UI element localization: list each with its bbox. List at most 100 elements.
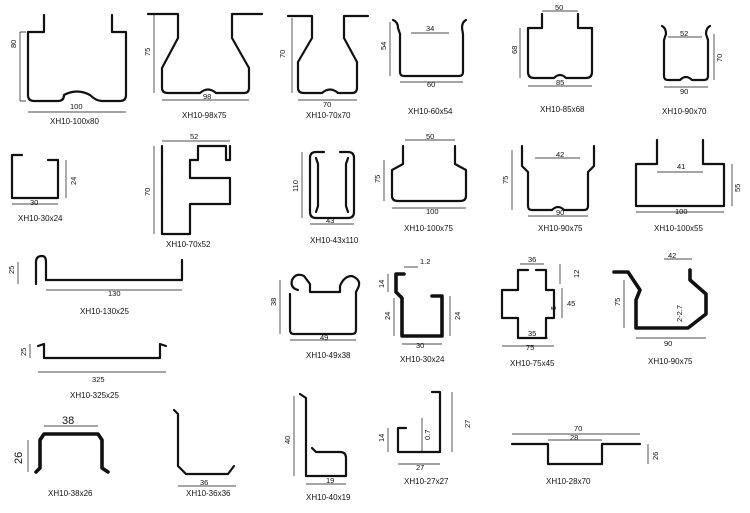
dim-label: 24 <box>383 312 392 320</box>
profile-xh10-100x55: 41 55 100 XH10-100x55 <box>634 138 742 233</box>
dim-label: 36 <box>528 255 536 264</box>
profile-xh10-100x80: 80 100 XH10-100x80 <box>9 13 128 126</box>
profile-shape <box>286 14 370 95</box>
dim-label: 42 <box>668 251 676 260</box>
profile-xh10-85x68: 50 68 85 XH10-85x68 <box>510 3 594 114</box>
dim-label: 45 <box>567 299 575 308</box>
dim-label: 1.2 <box>420 257 430 266</box>
profile-shape <box>391 18 468 78</box>
dim-label: 50 <box>555 3 563 12</box>
dim-label: 24 <box>69 177 78 185</box>
dim-label: 5 <box>549 306 558 310</box>
profile-xh10-75x45: 36 12 45 5 35 75 XH10-75x45 <box>500 255 581 368</box>
dim-label: 35 <box>528 329 536 338</box>
profile-shape <box>34 432 110 474</box>
dim-label: 70 <box>574 424 582 433</box>
dim-label: 85 <box>556 78 564 87</box>
dim-line <box>511 150 588 217</box>
dim-line <box>383 139 466 209</box>
dim-label: 14 <box>377 434 386 442</box>
profile-xh10-38x26: 38 26 XH10-38x26 <box>13 415 110 498</box>
dim-label: 27 <box>416 463 424 472</box>
dim-label: 100 <box>426 207 439 216</box>
profile-shape <box>34 254 184 286</box>
dim-label: 38 <box>269 298 278 306</box>
profile-xh10-70x70: 70 70 XH10-70x70 <box>278 14 370 120</box>
dim-label: 27 <box>463 420 472 428</box>
dim-label: 80 <box>9 40 18 48</box>
dim-label: 98 <box>203 92 211 101</box>
profile-shape <box>500 268 556 340</box>
dim-label: 14 <box>377 280 386 288</box>
dim-line <box>29 344 166 373</box>
lip-right <box>344 156 350 214</box>
profile-caption: XH10-75x45 <box>510 359 555 368</box>
dim-label: 12 <box>572 270 581 278</box>
profile-xh10-43x110: 110 43 XH10-43x110 <box>291 150 359 245</box>
dim-line <box>12 160 67 205</box>
profile-xh10-98x75: 75 98 XH10-98x75 <box>143 12 264 120</box>
profile-caption: XH10-100x80 <box>50 117 99 126</box>
profile-shape <box>26 13 128 103</box>
dim-label: 75 <box>143 48 152 56</box>
profile-shape <box>298 392 348 478</box>
profile-caption: XH10-70x70 <box>306 111 351 120</box>
dim-label: 49 <box>320 333 328 342</box>
dim-label: 70 <box>715 54 724 62</box>
profile-shape <box>520 144 596 212</box>
dim-label: 90 <box>556 208 564 217</box>
dim-label: 52 <box>190 132 198 141</box>
profile-shape <box>10 153 60 200</box>
profile-caption: XH10-100x55 <box>654 224 703 233</box>
dim-label: 34 <box>426 24 434 33</box>
dim-line <box>17 262 182 291</box>
dim-label: 52 <box>680 29 688 38</box>
profile-shape <box>526 12 594 80</box>
profile-caption: XH10-36x36 <box>186 489 231 498</box>
profile-caption: XH10-90x70 <box>662 107 707 116</box>
profile-caption: XH10-40x19 <box>306 493 351 502</box>
dim-label: 25 <box>7 266 16 274</box>
profile-caption: XH10-325x25 <box>70 391 119 400</box>
profile-shape <box>394 272 444 338</box>
dim-label: 325 <box>92 375 105 384</box>
profile-caption: XH10-30x24 <box>400 355 445 364</box>
dim-label: 70 <box>323 100 331 109</box>
dim-label: 75 <box>526 343 534 352</box>
dim-line <box>27 425 98 472</box>
dim-label: 43 <box>326 216 334 225</box>
profile-xh10-60x54: 34 54 60 XH10-60x54 <box>379 18 468 116</box>
dim-line <box>512 433 649 464</box>
dim-line <box>387 392 453 465</box>
profile-xh10-28x70: 70 28 26 XH10-28x70 <box>510 424 660 486</box>
dim-label: 54 <box>379 42 388 50</box>
dim-label: 40 <box>283 436 292 444</box>
dim-label: 38 <box>62 415 74 427</box>
profile-xh10-90x75-a: 42 75 90 XH10-90x75 <box>501 144 596 233</box>
profile-caption: XH10-60x54 <box>408 107 453 116</box>
dim-label: 50 <box>426 132 434 141</box>
profile-xh10-40x19: 40 19 XH10-40x19 <box>283 392 351 502</box>
dim-line <box>279 280 356 341</box>
dim-label: 42 <box>556 150 564 159</box>
dim-label: 75 <box>501 176 510 184</box>
profile-xh10-90x70: 52 70 90 XH10-90x70 <box>660 24 724 116</box>
profile-xh10-30x24-b: 1.2 14 24 24 30 XH10-30x24 <box>377 257 462 364</box>
dim-label: 70 <box>143 188 152 196</box>
profile-caption: XH10-100x75 <box>404 224 453 233</box>
dim-line <box>19 31 126 113</box>
dim-label: 68 <box>510 46 519 54</box>
profile-shape <box>308 150 356 220</box>
dim-line <box>519 10 592 87</box>
profile-caption: XH10-43x110 <box>310 236 359 245</box>
dim-label: 24 <box>453 312 462 320</box>
dim-label: 75 <box>373 175 382 183</box>
dim-line <box>293 396 346 485</box>
profile-shape <box>36 342 168 360</box>
profile-xh10-27x27: 14 0.7 27 27 XH10-27x27 <box>377 390 472 486</box>
dim-label: 110 <box>291 180 300 192</box>
profile-shape <box>146 12 264 95</box>
dim-label: 90 <box>664 339 672 348</box>
dim-label: 26 <box>651 452 660 460</box>
